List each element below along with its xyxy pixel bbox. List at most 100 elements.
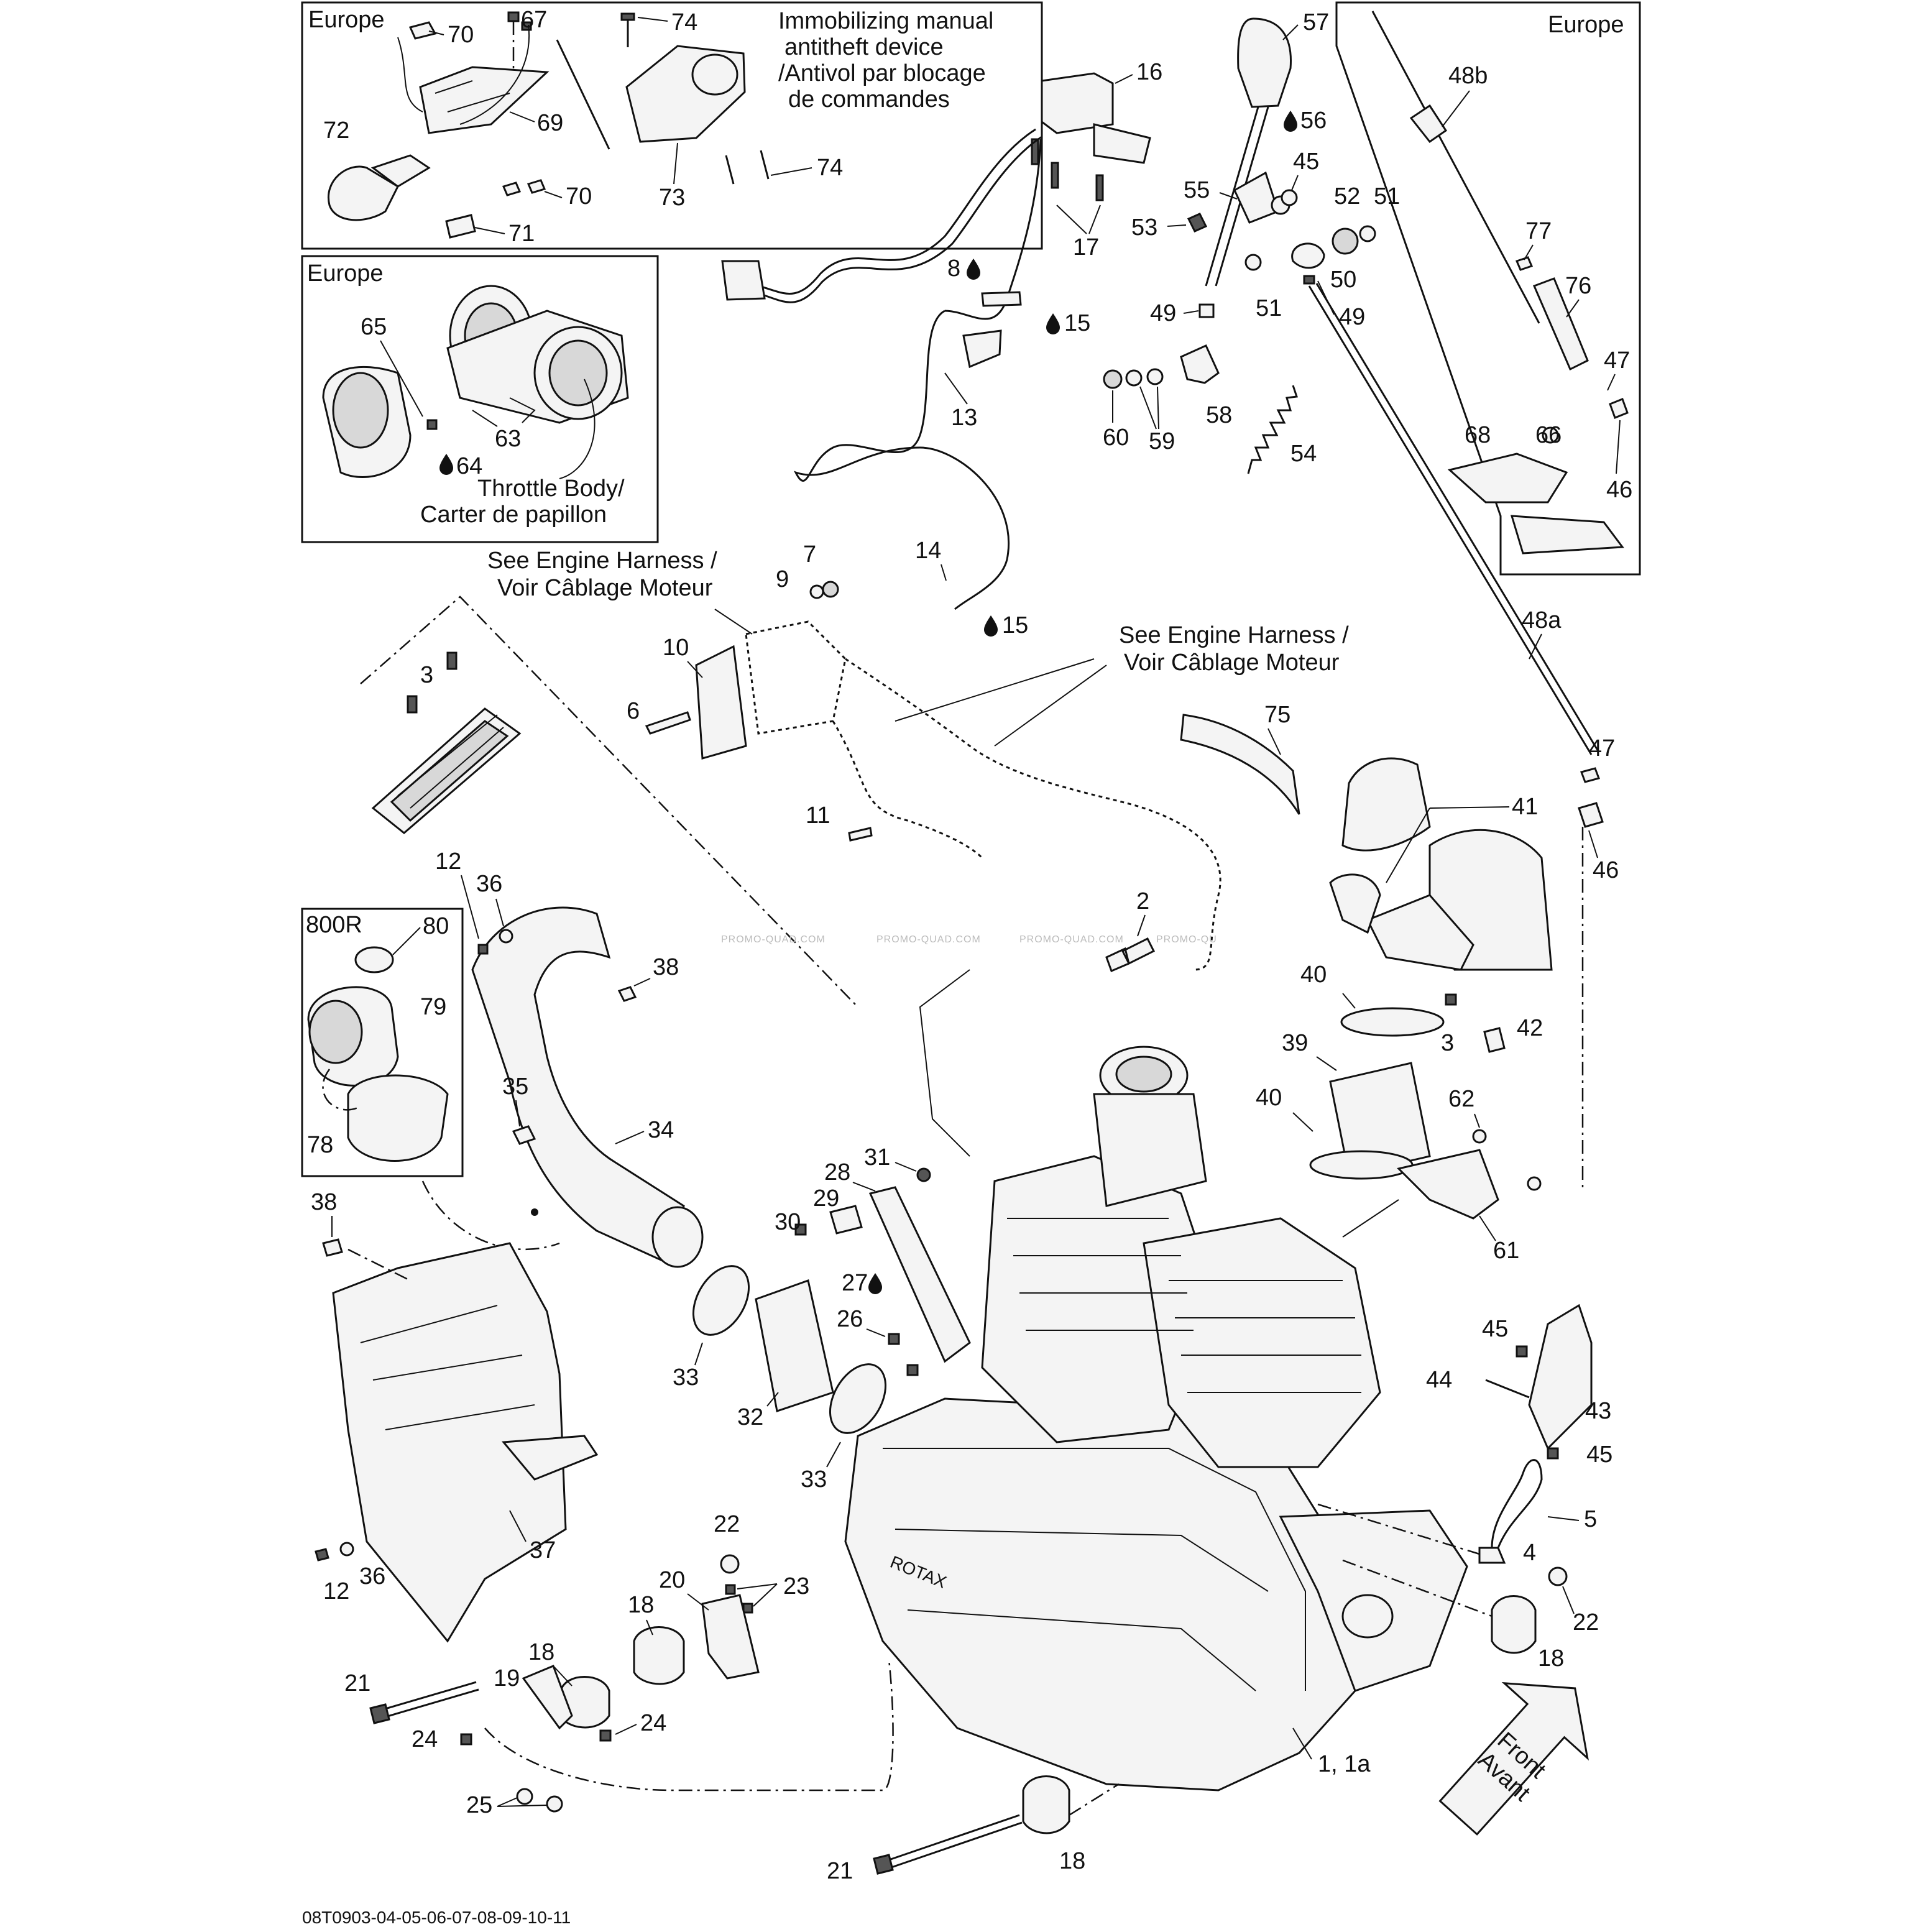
watermark: PROMO-QUAD.COM — [721, 934, 826, 945]
throttle-body-caption-line2: Carter de papillon — [420, 502, 607, 528]
callout-22: 22 — [714, 1511, 740, 1537]
callout-58: 58 — [1206, 402, 1232, 428]
rubber-mount-18 — [1022, 1775, 1070, 1834]
callout-64: 64 — [456, 453, 482, 479]
callout-19: 19 — [494, 1665, 520, 1691]
bracket-10 — [695, 645, 747, 760]
callout-47: 47 — [1604, 347, 1630, 374]
callout-48b: 48b — [1448, 63, 1488, 89]
harness-note-a: See Engine Harness / Voir Câblage Moteur — [487, 548, 753, 635]
plug-38 — [617, 986, 637, 1002]
callout-16: 16 — [1136, 59, 1162, 85]
callout-40: 40 — [1256, 1085, 1282, 1111]
callout-70: 70 — [448, 22, 474, 48]
watermark: PROMO-QUAD.COM — [1019, 934, 1124, 945]
throttle-cable-box: Europe 48b 77 76 47 68 66 46 — [1335, 1, 1641, 576]
callout-13: 13 — [951, 405, 977, 431]
bracket-19 — [522, 1665, 573, 1730]
callout-3: 3 — [420, 662, 433, 688]
callout-55: 55 — [1184, 177, 1210, 203]
callout-2: 2 — [1136, 888, 1149, 914]
callout-36: 36 — [476, 871, 502, 897]
callout-71: 71 — [508, 221, 535, 247]
lever-plate-55 — [1233, 171, 1279, 224]
front-direction-arrow: Front Avant — [1438, 1681, 1589, 1836]
callout-23: 23 — [783, 1573, 809, 1599]
shift-lever-assembly: 57 56 55 45 53 52 51 50 51 49 49 58 6 — [1103, 9, 1619, 1187]
harness-note-a-line2: Voir Câblage Moteur — [497, 575, 713, 601]
callout-73: 73 — [659, 185, 685, 211]
harness-note-a-line1: See Engine Harness / — [487, 548, 717, 574]
callout-17: 17 — [1073, 234, 1099, 260]
callout-46: 46 — [1593, 857, 1619, 883]
callout-6: 6 — [627, 698, 640, 724]
sensor-8 — [981, 291, 1022, 307]
callout-44: 44 — [1426, 1367, 1452, 1393]
callout-24: 24 — [640, 1710, 666, 1736]
cover-61 — [1397, 1149, 1499, 1220]
callout-39: 39 — [1282, 1030, 1308, 1056]
intake-tube-34 — [471, 906, 685, 1264]
rubber-mount-18 — [633, 1626, 685, 1685]
callout-41: 41 — [1512, 794, 1538, 820]
variant-800r-label: 800R — [306, 912, 362, 938]
callout-61: 61 — [1493, 1238, 1519, 1264]
air-duct-75: 75 — [1180, 702, 1300, 815]
callout-45: 45 — [1293, 149, 1319, 175]
drawing-code: 08T0903-04-05-06-07-08-09-10-11 — [302, 1908, 571, 1927]
watermark: PROMO-QUAD.COM — [876, 934, 981, 945]
variant-800r-box: 800R 80 79 78 — [301, 908, 464, 1177]
callout-47: 47 — [1589, 735, 1615, 761]
callout-59: 59 — [1149, 428, 1175, 454]
callout-34: 34 — [648, 1117, 674, 1143]
bracket-68 — [1447, 453, 1568, 504]
immobilizer-title-line2: antitheft device — [784, 34, 944, 60]
bellcrank-58 — [1180, 344, 1220, 384]
callout-9: 9 — [776, 566, 789, 592]
callout-51: 51 — [1374, 183, 1400, 209]
callout-49: 49 — [1339, 304, 1365, 330]
callout-26: 26 — [837, 1306, 863, 1332]
callout-74: 74 — [817, 155, 843, 181]
callout-29: 29 — [813, 1185, 839, 1212]
sleeve-39 — [1329, 1062, 1431, 1176]
callout-35: 35 — [502, 1074, 528, 1100]
filter-78 — [347, 1074, 449, 1162]
engine-mounts: 22 23 20 18 18 19 21 24 24 25 18 22 — [344, 1511, 1599, 1884]
clip-70 — [408, 21, 437, 40]
callout-78: 78 — [307, 1132, 333, 1158]
callout-32: 32 — [737, 1404, 763, 1430]
sleeve-32 — [755, 1279, 834, 1412]
callout-33: 33 — [801, 1466, 827, 1493]
callout-3: 3 — [1441, 1030, 1454, 1056]
clip-11 — [848, 827, 873, 842]
callout-38: 38 — [311, 1189, 337, 1215]
callout-38: 38 — [653, 954, 679, 980]
clamp-33 — [692, 1265, 750, 1336]
callout-53: 53 — [1131, 214, 1157, 241]
callout-75: 75 — [1264, 702, 1290, 728]
callout-24: 24 — [412, 1726, 438, 1752]
callout-1-1a: 1, 1a — [1318, 1751, 1371, 1777]
callout-4: 4 — [1523, 1540, 1536, 1566]
shift-knob-57 — [1237, 17, 1292, 108]
engine-bracket-assembly: 28 31 29 30 27 26 — [775, 1144, 971, 1376]
callout-79: 79 — [420, 994, 446, 1020]
callout-50: 50 — [1330, 267, 1356, 293]
callout-18: 18 — [1059, 1848, 1085, 1874]
callout-20: 20 — [659, 1567, 685, 1593]
callout-31: 31 — [864, 1144, 890, 1171]
callout-56: 56 — [1300, 108, 1327, 134]
callout-33: 33 — [673, 1364, 699, 1391]
heat-shield-assembly: 38 37 12 36 — [311, 1189, 599, 1643]
callout-72: 72 — [323, 117, 349, 144]
callout-43: 43 — [1585, 1398, 1611, 1424]
callout-14: 14 — [915, 538, 941, 564]
callout-46: 46 — [1606, 477, 1632, 503]
bracket-20 — [701, 1594, 760, 1680]
bracket-28 — [868, 1186, 971, 1363]
intake-tube-assembly: 34 12 36 38 35 — [421, 849, 704, 1268]
engine-assembly: ROTAX 1, 1a — [844, 969, 1468, 1792]
callout-40: 40 — [1300, 962, 1327, 988]
callout-51: 51 — [1256, 295, 1282, 321]
